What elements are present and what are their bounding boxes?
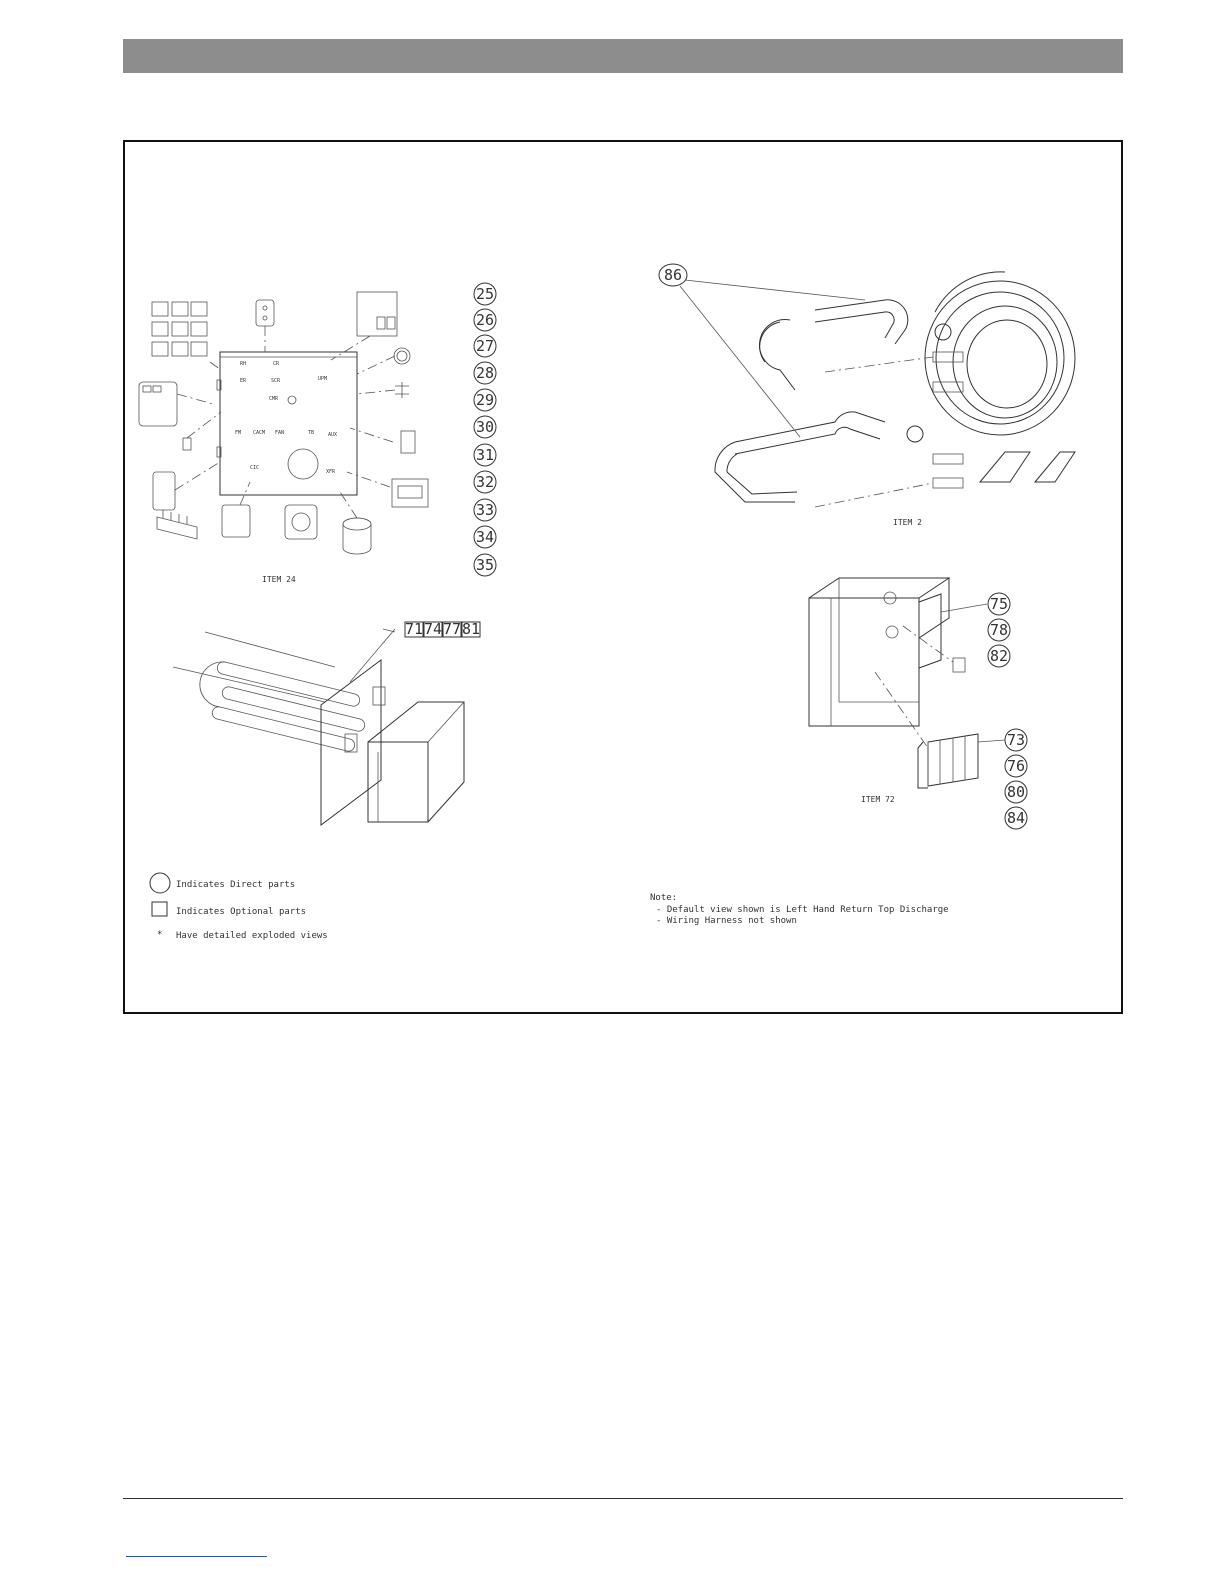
svg-text:27: 27 (476, 337, 494, 355)
svg-text:34: 34 (476, 528, 494, 546)
svg-text:73: 73 (1007, 731, 1025, 749)
panel-label: SCR (271, 378, 281, 384)
callout-circle: 82 (987, 644, 1011, 668)
diagram-frame: RH CR ER SCR CMR UPM FM CACM FAN TB AUX … (123, 140, 1123, 1014)
panel-label: FAN (275, 430, 284, 436)
coil-drawing: ITEM 2 (679, 271, 1076, 527)
callout-circle: 27 (473, 334, 497, 358)
callout-circle: 34 (473, 525, 497, 549)
panel-label: XFR (326, 469, 336, 475)
control-panel-drawing: RH CR ER SCR CMR UPM FM CACM FAN TB AUX … (138, 291, 429, 584)
svg-text:31: 31 (476, 446, 494, 464)
callout-circle: 33 (473, 498, 497, 522)
electric-box-drawing: ITEM 72 (808, 577, 1006, 804)
svg-text:33: 33 (476, 501, 494, 519)
legend-exploded-text: Have detailed exploded views (176, 931, 328, 941)
svg-text:26: 26 (476, 311, 494, 329)
svg-text:30: 30 (476, 418, 494, 436)
callout-circle: 29 (473, 388, 497, 412)
panel-label: RH (240, 361, 246, 367)
callout-circle: 28 (473, 361, 497, 385)
svg-text:29: 29 (476, 391, 494, 409)
callout-circle: 78 (987, 618, 1011, 642)
callout-box: 77 (442, 620, 462, 638)
callout-circle: 73 (1004, 728, 1028, 752)
callout-circle: 84 (1004, 806, 1028, 830)
svg-text:28: 28 (476, 364, 494, 382)
panel-label: ER (240, 378, 247, 384)
svg-text:74: 74 (424, 620, 442, 638)
callout-box: 71 (404, 620, 424, 638)
item-2-label: ITEM 2 (893, 518, 922, 527)
legend-direct-text: Indicates Direct parts (176, 880, 295, 890)
note-line: - Wiring Harness not shown (656, 916, 797, 926)
panel-label: FM (235, 430, 241, 436)
panel-label: AUX (328, 432, 337, 438)
panel-label: CACM (253, 430, 265, 436)
svg-text:32: 32 (476, 473, 494, 491)
callout-circle: 25 (473, 282, 497, 306)
svg-text:84: 84 (1007, 809, 1025, 827)
legend-circle-symbol (149, 872, 171, 894)
svg-text:25: 25 (476, 285, 494, 303)
callout-box: 74 (423, 620, 443, 638)
legend-optional-text: Indicates Optional parts (176, 907, 306, 917)
svg-text:76: 76 (1007, 757, 1025, 775)
footer-link-underline[interactable] (126, 1556, 267, 1557)
svg-text:78: 78 (990, 621, 1008, 639)
panel-label: CR (273, 361, 280, 367)
box-callouts-lower: 73 76 80 84 (1004, 728, 1028, 830)
panel-label: CMR (269, 396, 279, 402)
callout-circle: 26 (473, 308, 497, 332)
callout-circle-86: 86 (658, 263, 688, 287)
callout-circle: 76 (1004, 754, 1028, 778)
svg-text:86: 86 (664, 266, 682, 284)
note-title: Note: (650, 893, 677, 903)
heater-element-drawing (172, 628, 465, 826)
heater-callout-boxes: 71 74 77 81 (404, 620, 481, 638)
svg-text:82: 82 (990, 647, 1008, 665)
callout-circle: 31 (473, 443, 497, 467)
note: Note: - Default view shown is Left Hand … (650, 893, 949, 926)
note-line: - Default view shown is Left Hand Return… (656, 905, 949, 915)
callout-circle: 80 (1004, 780, 1028, 804)
left-callout-column: 25 26 27 28 29 30 31 32 33 34 35 (473, 282, 497, 577)
panel-label: CIC (250, 465, 259, 471)
callout-circle: 75 (987, 592, 1011, 616)
svg-text:77: 77 (443, 620, 461, 638)
item-72-label: ITEM 72 (861, 795, 895, 804)
panel-label: TB (308, 430, 314, 436)
legend-square-symbol (151, 901, 168, 917)
legend: Indicates Direct parts Indicates Optiona… (149, 872, 328, 941)
svg-text:75: 75 (990, 595, 1008, 613)
item-24-label: ITEM 24 (262, 575, 296, 584)
legend-exploded-mark: * (157, 930, 162, 940)
svg-text:81: 81 (462, 620, 480, 638)
svg-text:71: 71 (405, 620, 423, 638)
svg-text:80: 80 (1007, 783, 1025, 801)
callout-circle: 30 (473, 415, 497, 439)
header-bar (123, 39, 1123, 73)
callout-box: 81 (461, 620, 481, 638)
callout-circle: 32 (473, 470, 497, 494)
svg-text:35: 35 (476, 556, 494, 574)
parts-diagram: RH CR ER SCR CMR UPM FM CACM FAN TB AUX … (138, 263, 1076, 941)
box-callouts-upper: 75 78 82 (987, 592, 1011, 668)
callout-circle: 35 (473, 553, 497, 577)
footer-rule (123, 1498, 1123, 1499)
panel-label: UPM (318, 376, 327, 382)
